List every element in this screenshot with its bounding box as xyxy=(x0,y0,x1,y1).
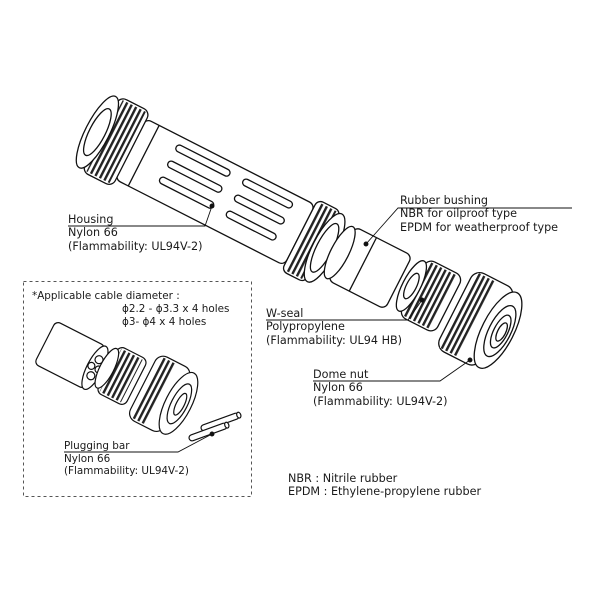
housing-flammability: (Flammability: UL94V-2) xyxy=(68,239,203,253)
cable-diameter-title: *Applicable cable diameter : xyxy=(32,290,180,302)
w-seal-flammability: (Flammability: UL94 HB) xyxy=(266,333,403,347)
housing-label: Housing Nylon 66 (Flammability: UL94V-2) xyxy=(68,213,203,253)
rubber-bushing-part xyxy=(323,225,411,308)
inset-dome-nut-part xyxy=(128,355,199,435)
housing-part xyxy=(75,95,346,283)
w-seal-material: Polypropylene xyxy=(266,320,345,334)
rubber-bushing-name: Rubber bushing xyxy=(400,194,489,207)
inset-frame xyxy=(23,281,252,497)
plugging-bar-label: Plugging bar Nylon 66 (Flammability: UL9… xyxy=(64,440,189,478)
w-seal-part xyxy=(395,260,462,332)
inset-w-seal-part xyxy=(94,347,147,405)
cable-diameter-values: ϕ2.2 - ϕ3.3 x 4 holes ϕ3- ϕ4 x 4 holes xyxy=(122,303,229,328)
leader-lines xyxy=(64,203,572,453)
cable-diameter-note: *Applicable cable diameter : xyxy=(32,290,180,303)
rubber-bushing-line2: EPDM for weatherproof type xyxy=(400,220,559,234)
cable-diameter-line1: ϕ2.2 - ϕ3.3 x 4 holes xyxy=(122,303,230,315)
cable-diameter-line2: ϕ3- ϕ4 x 4 holes xyxy=(122,315,207,328)
dome-nut-name: Dome nut xyxy=(313,368,369,381)
dome-nut-material: Nylon 66 xyxy=(313,381,363,395)
legend-epdm: EPDM : Ethylene-propylene rubber xyxy=(288,485,482,499)
housing-name: Housing xyxy=(68,213,114,226)
plugging-bar-material: Nylon 66 xyxy=(64,452,111,465)
plugging-bar-part xyxy=(188,411,242,442)
legend-nbr: NBR : Nitrile rubber xyxy=(288,472,398,485)
rubber-bushing-line1: NBR for oilproof type xyxy=(400,207,518,221)
housing-material: Nylon 66 xyxy=(68,226,118,240)
plugging-bar-name: Plugging bar xyxy=(64,440,130,452)
w-seal-name: W-seal xyxy=(266,307,304,320)
rubber-bushing-label: Rubber bushing NBR for oilproof type EPD… xyxy=(400,194,558,234)
dome-nut-part xyxy=(438,271,523,369)
material-legend: NBR : Nitrile rubber EPDM : Ethylene-pro… xyxy=(288,472,481,499)
plugging-bar-flammability: (Flammability: UL94V-2) xyxy=(64,465,189,478)
w-seal-label: W-seal Polypropylene (Flammability: UL94… xyxy=(266,307,402,347)
dome-nut-label: Dome nut Nylon 66 (Flammability: UL94V-2… xyxy=(313,368,448,408)
dome-nut-flammability: (Flammability: UL94V-2) xyxy=(313,394,448,408)
